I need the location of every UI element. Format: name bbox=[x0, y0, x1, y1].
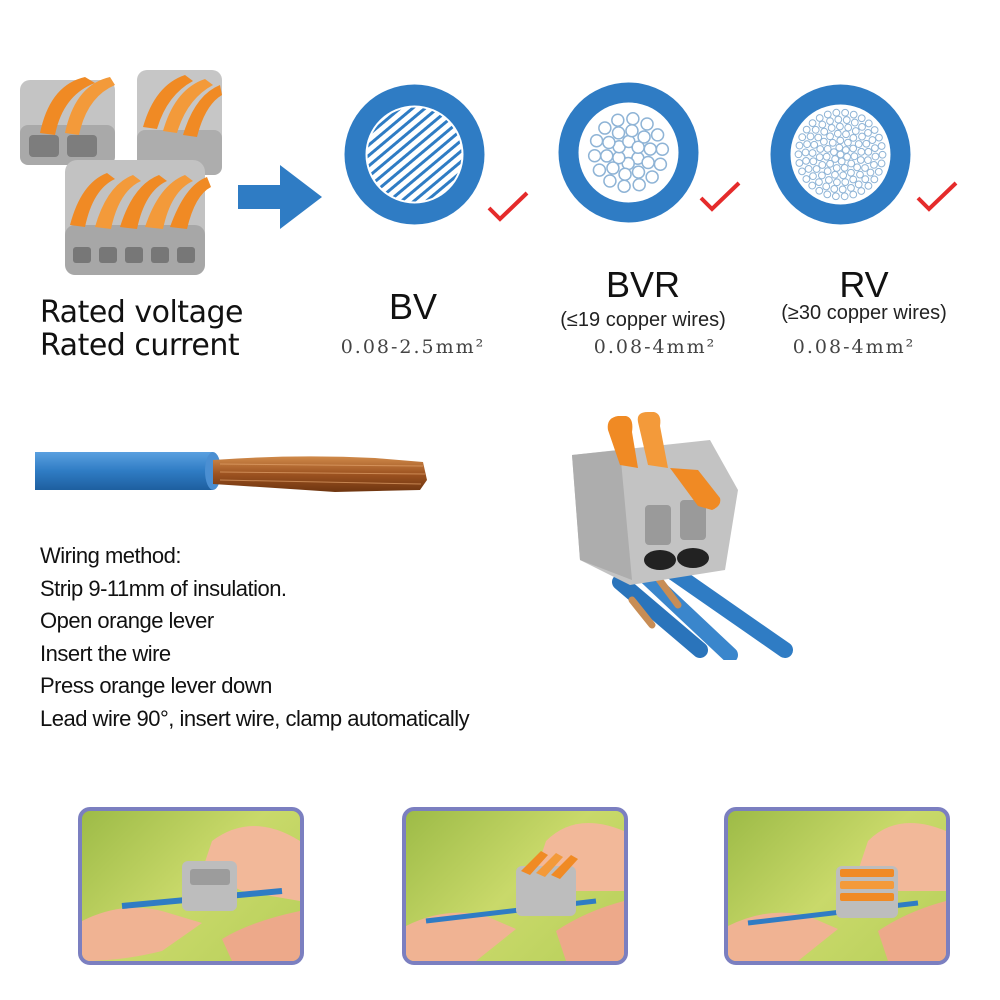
bvr-range: 0.08-4mm² bbox=[593, 336, 717, 358]
bvr-wire-cross-section bbox=[558, 82, 699, 223]
hands-connector-photo bbox=[406, 823, 624, 961]
rv-name: RV bbox=[839, 264, 889, 305]
photo-close-lever bbox=[724, 807, 950, 965]
checkmark-icon bbox=[916, 181, 958, 212]
wiring-step: Press orange lever down bbox=[40, 673, 272, 698]
bvr-name: BVR bbox=[605, 264, 681, 305]
wiring-step: Insert the wire bbox=[40, 640, 171, 666]
stripped-wire-illustration bbox=[35, 452, 427, 492]
wiring-method-heading: Wiring method: bbox=[40, 543, 181, 568]
connector-3-way bbox=[137, 70, 222, 175]
connector-products-illustration bbox=[20, 70, 222, 275]
bv-wire-cross-section bbox=[344, 84, 485, 225]
rated-voltage-label: Rated voltage bbox=[40, 295, 243, 330]
photo-insert-wire bbox=[402, 807, 628, 965]
wiring-step: Lead wire 90°, insert wire, clamp automa… bbox=[40, 705, 470, 731]
rated-current-label: Rated current bbox=[40, 328, 240, 363]
hands-connector-photo bbox=[728, 823, 946, 961]
checkmark-icon bbox=[699, 181, 741, 212]
rv-wire-cross-section bbox=[770, 84, 911, 225]
rv-range: 0.08-4mm² bbox=[792, 336, 916, 358]
wiring-step: Open orange lever bbox=[40, 608, 214, 633]
bvr-note: (≤19 copper wires) bbox=[560, 309, 726, 331]
connector-5-way bbox=[65, 160, 211, 275]
checkmark-icon bbox=[487, 191, 529, 222]
wiring-step: Strip 9-11mm of insulation. bbox=[40, 575, 287, 601]
connector-with-wires-illustration bbox=[572, 412, 793, 660]
rv-note: (≥30 copper wires) bbox=[781, 302, 947, 324]
bv-range: 0.08-2.5mm² bbox=[340, 336, 486, 358]
wiring-method: Wiring method: Strip 9-11mm of insulatio… bbox=[40, 540, 470, 735]
arrow-right-icon bbox=[238, 165, 322, 229]
connector-2-way bbox=[20, 77, 115, 165]
rated-labels: Rated voltage Rated current bbox=[40, 296, 243, 362]
photo-open-lever bbox=[78, 807, 304, 965]
bv-name: BV bbox=[388, 286, 438, 327]
hands-connector-photo bbox=[82, 826, 300, 961]
